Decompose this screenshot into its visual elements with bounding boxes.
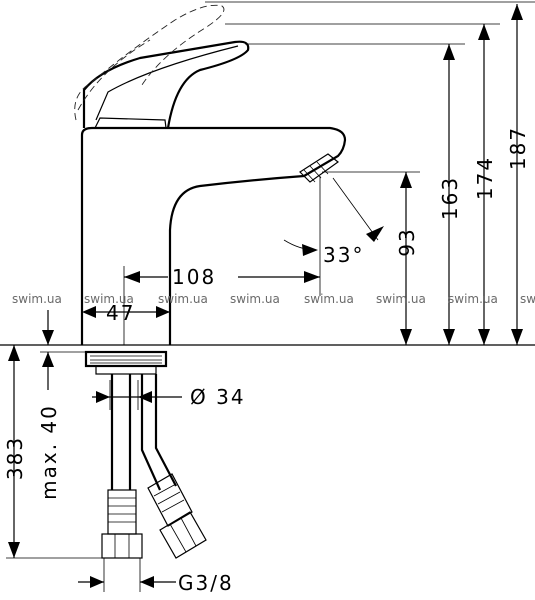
dim-187-label: 187 <box>506 126 530 170</box>
dim-383-label: 383 <box>3 436 27 480</box>
watermark-2: swim.ua <box>84 292 134 306</box>
watermark-8: swim.ua <box>520 292 535 306</box>
watermark-4: swim.ua <box>230 292 280 306</box>
base-flange <box>84 350 168 368</box>
dim-max40-label: max. 40 <box>37 404 61 500</box>
faucet-body <box>80 126 347 345</box>
hose-right <box>140 374 177 491</box>
hose-nut-left <box>101 533 143 559</box>
lever-open-position <box>74 4 225 121</box>
dim-163-label: 163 <box>438 176 462 220</box>
watermark-6: swim.ua <box>376 292 426 306</box>
dim-174-label: 174 <box>473 156 497 200</box>
dim-angle-label: 33° <box>323 243 364 267</box>
dim-dia-label: Ø 34 <box>190 385 246 409</box>
hose-left <box>110 374 132 490</box>
watermark-1: swim.ua <box>12 292 62 306</box>
watermark-7: swim.ua <box>448 292 498 306</box>
lever-handle <box>82 40 250 129</box>
hose-nut-right <box>159 511 207 559</box>
dim-thread-label: G3/8 <box>178 571 234 595</box>
dim-47-label: 47 <box>106 301 135 325</box>
aerator <box>299 153 339 183</box>
watermark-5: swim.ua <box>304 292 354 306</box>
watermark-3: swim.ua <box>158 292 208 306</box>
dim-108-label: 108 <box>172 265 216 289</box>
dim-93-label: 93 <box>395 227 419 256</box>
